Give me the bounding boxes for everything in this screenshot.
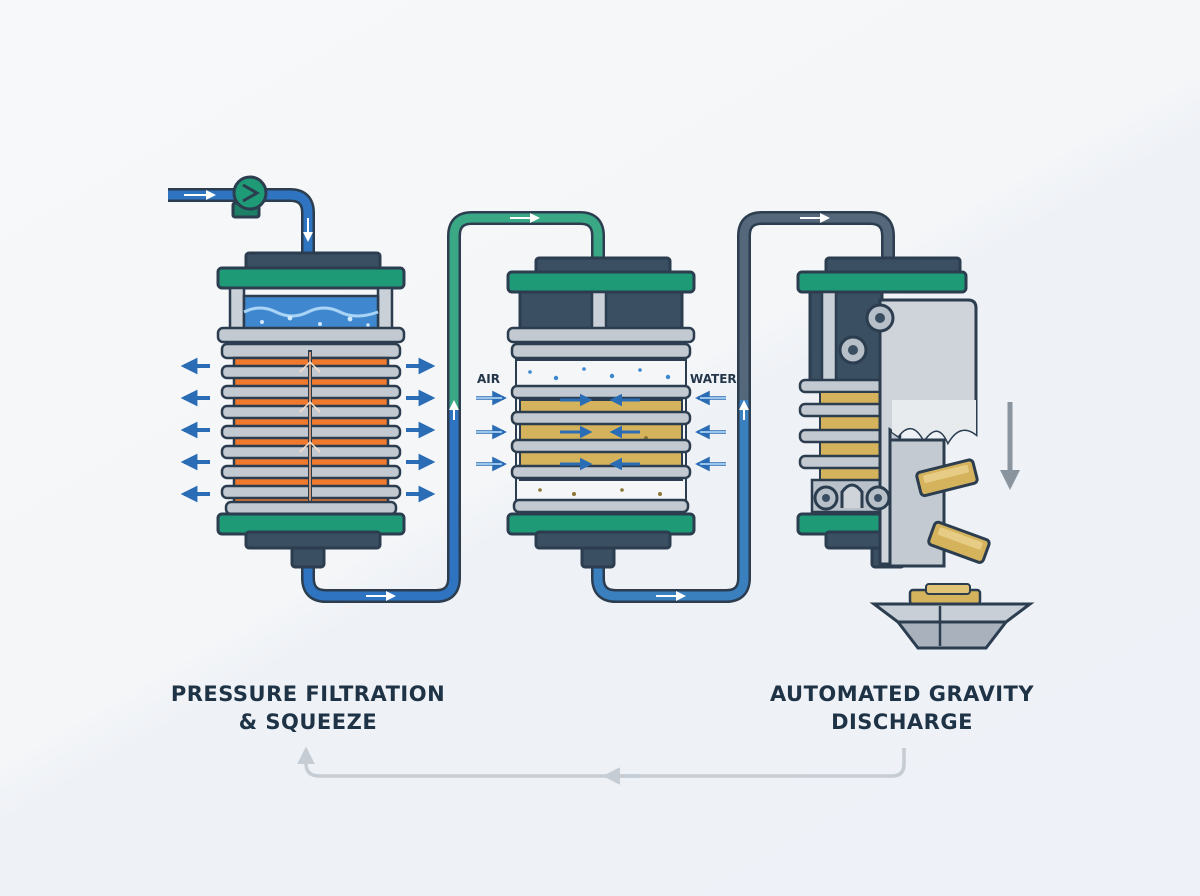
filter-cake-icon [915,458,991,564]
air-label: AIR [477,372,500,386]
filter-press-stage-3 [796,256,978,569]
stage-3-label-line-2: DISCHARGE [831,710,973,734]
filtrate-outflow-arrows-left [180,357,210,503]
discharge-hopper-icon [869,583,1035,650]
water-inflow-arrows [695,390,726,472]
transfer-pipe-2 [591,211,895,603]
water-label: WATER [690,372,737,386]
internal-wash-arrows [560,393,640,471]
filter-press-stage-1 [180,251,436,569]
down-arrow-icon [1000,402,1020,490]
filter-press-stage-2 [476,256,726,569]
stage-1-label-line-2: & SQUEEZE [239,710,377,734]
pump-icon [231,175,268,219]
air-inflow-arrows [476,390,507,472]
stage-1-label-line-1: PRESSURE FILTRATION [171,682,445,706]
transfer-pipe-1 [301,211,605,603]
return-cycle-arrow [297,746,906,785]
stage-3-label-line-1: AUTOMATED GRAVITY [770,682,1034,706]
roller-icons [813,303,895,511]
filtrate-outflow-arrows-right [406,357,436,503]
inlet-pipe [168,188,315,258]
